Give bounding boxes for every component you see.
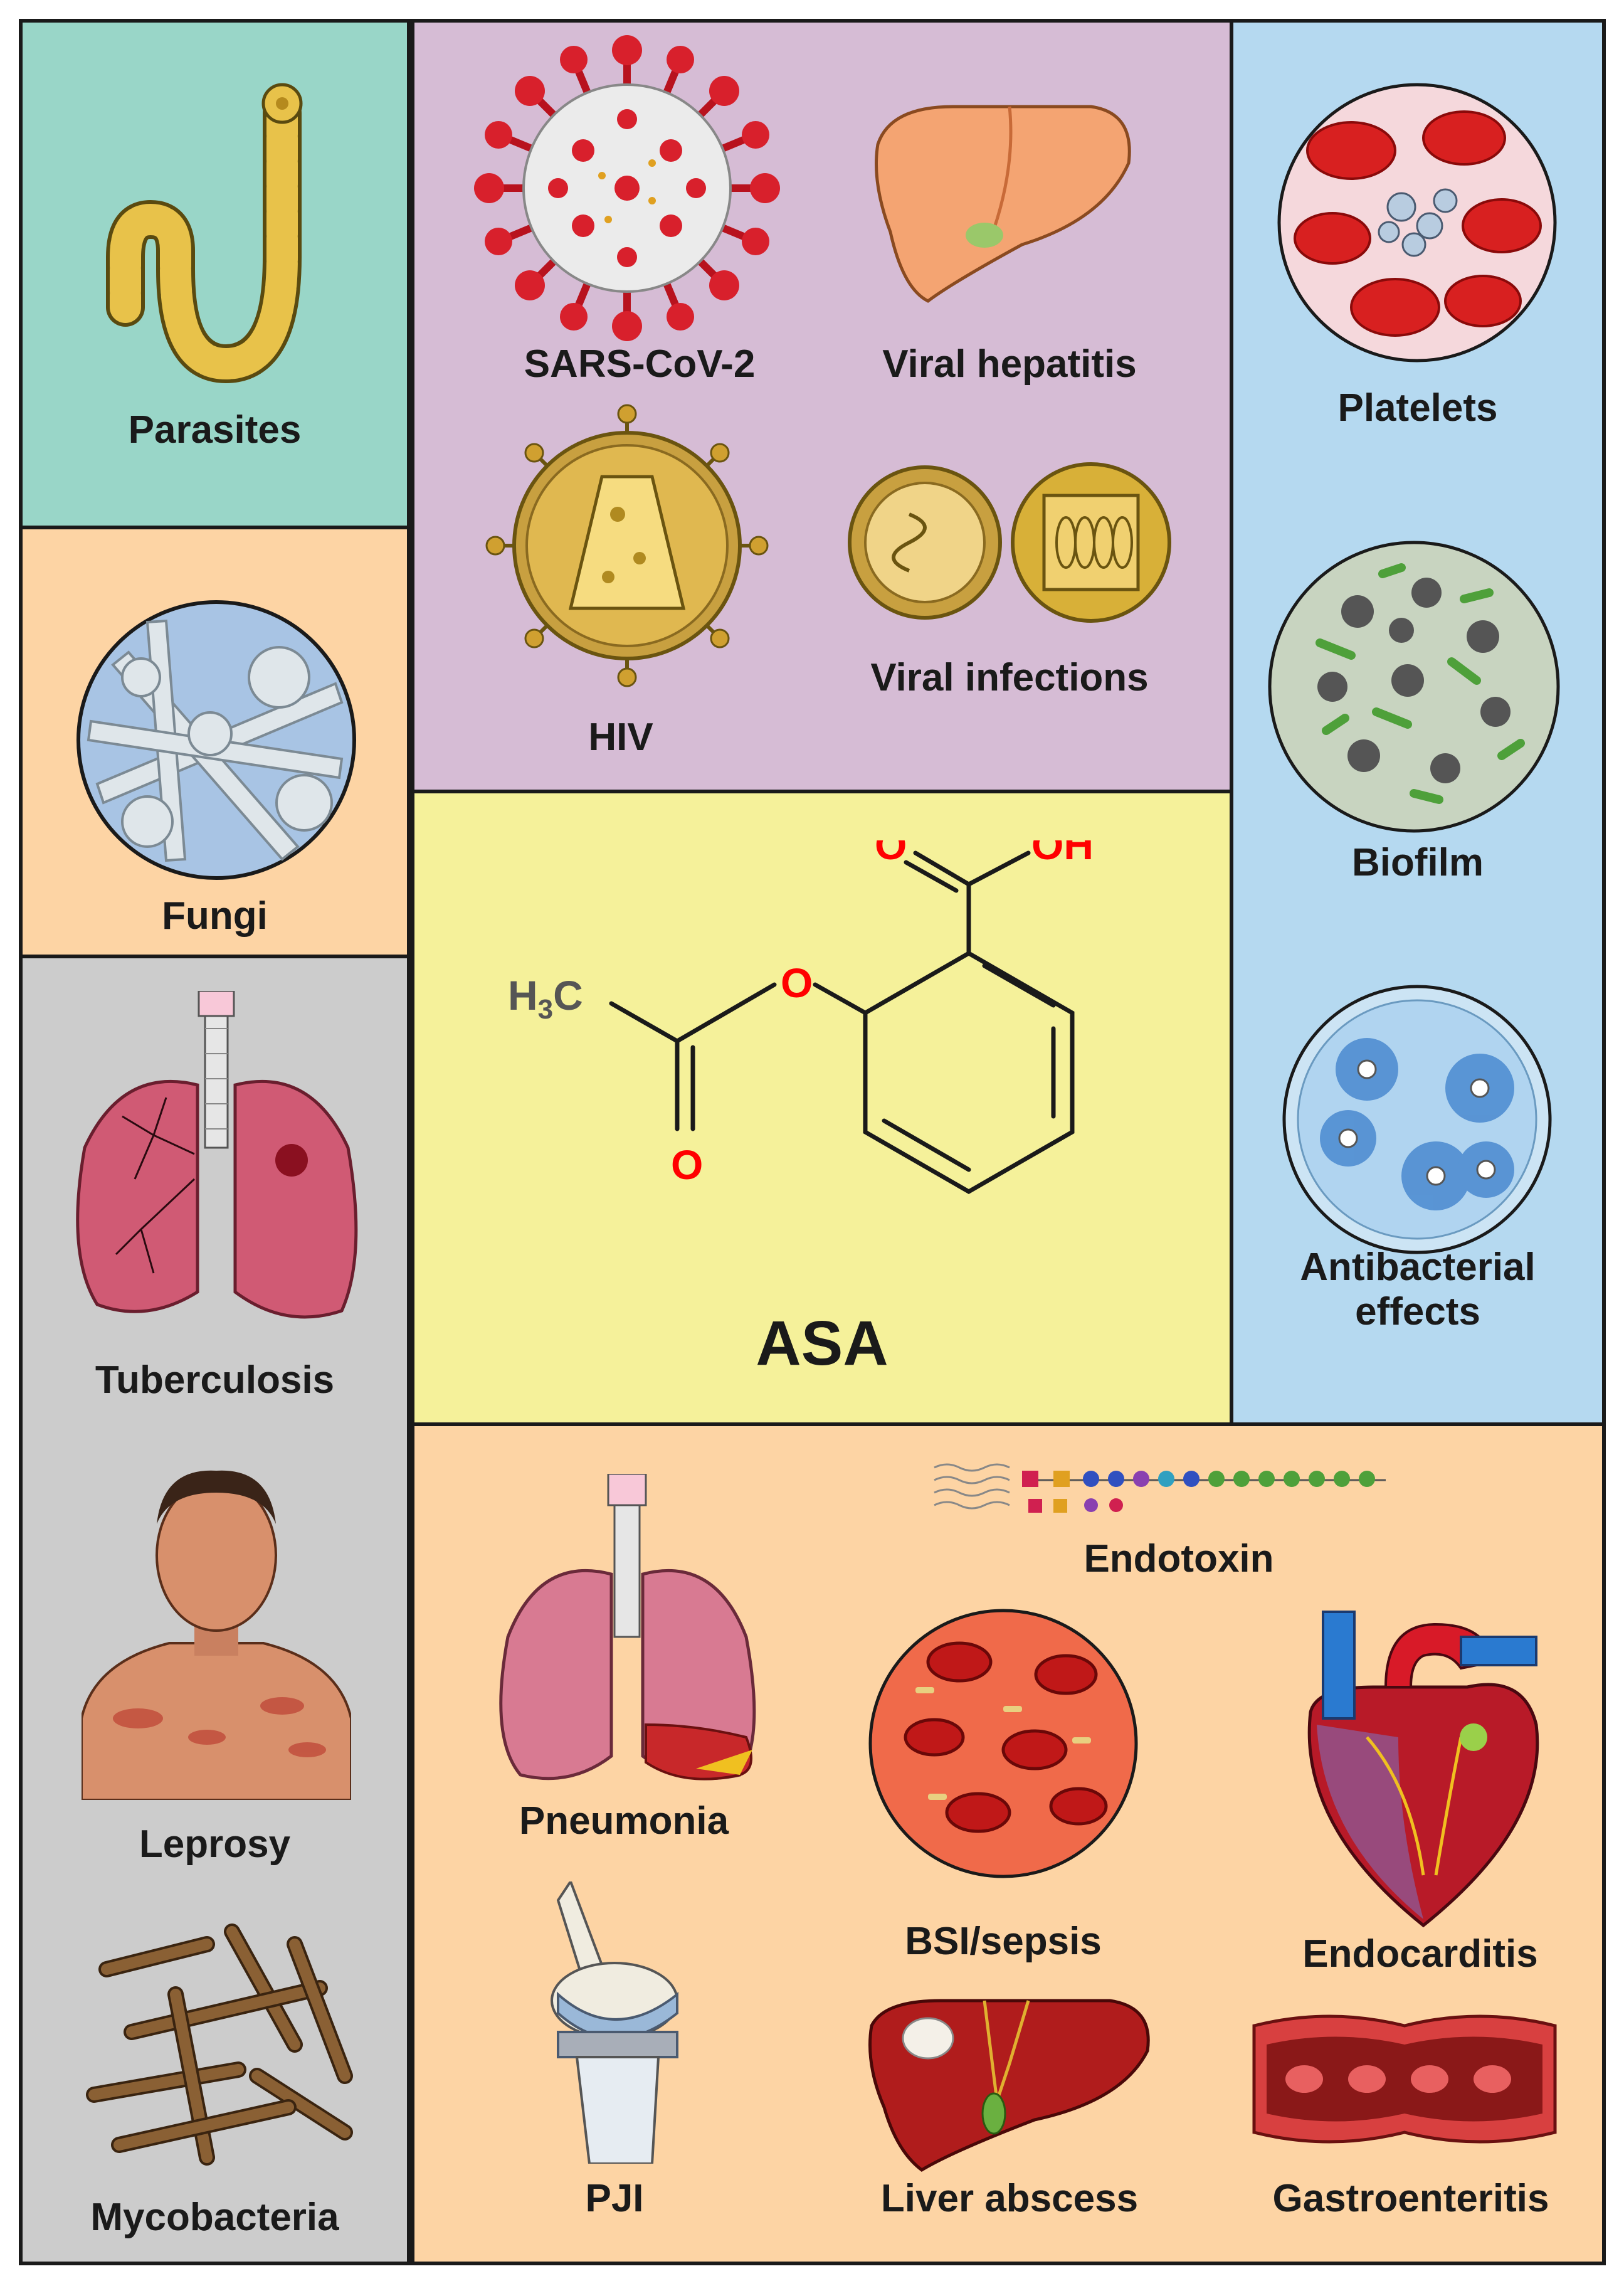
- viral-hepatitis-label: Viral hepatitis: [882, 342, 1137, 386]
- antibacterial-effects-label: Antibacterial effects: [1230, 1245, 1606, 1335]
- antibacterial-label-line1: Antibacterial: [1300, 1246, 1536, 1289]
- asa-structure: O OH O O H3C: [508, 840, 1094, 1195]
- platelets-label: Platelets: [1337, 386, 1498, 430]
- hiv-virion-icon: [485, 404, 769, 687]
- antibacterial-label-line2: effects: [1355, 1290, 1480, 1334]
- petri-dish-icon: [1282, 985, 1552, 1254]
- blood-cells-icon: [868, 1609, 1138, 1878]
- fungi-label: Fungi: [162, 894, 268, 938]
- gastroenteritis-label: Gastroenteritis: [1272, 2177, 1549, 2220]
- pji-label: PJI: [585, 2177, 644, 2220]
- asa-panel: [411, 790, 1233, 1426]
- biofilm-icon: [1268, 541, 1560, 833]
- parasites-panel: [19, 19, 411, 530]
- pneumonia-label: Pneumonia: [519, 1799, 729, 1843]
- endocarditis-label: Endocarditis: [1302, 1932, 1538, 1976]
- endotoxin-label: Endotoxin: [1084, 1537, 1274, 1580]
- atom-methyl: H3C: [508, 972, 583, 1025]
- hiv-label: HIV: [588, 716, 653, 759]
- coronavirus-icon: [474, 35, 780, 341]
- asa-label: ASA: [756, 1308, 888, 1378]
- atom-carbonyl-o-bottom: O: [671, 1141, 703, 1188]
- parasites-label: Parasites: [128, 408, 302, 452]
- liver-abscess-label: Liver abscess: [880, 2177, 1139, 2220]
- atom-hydroxyl: OH: [1031, 840, 1094, 868]
- biofilm-label: Biofilm: [1351, 841, 1484, 884]
- liver-icon: [875, 105, 1131, 303]
- leprosy-patient-icon: [82, 1470, 351, 1800]
- bsi-sepsis-label: BSI/sepsis: [905, 1920, 1102, 1963]
- worm-icon: [106, 83, 303, 384]
- endotoxin-icon: [934, 1463, 1386, 1513]
- tuberculosis-label: Tuberculosis: [95, 1358, 335, 1402]
- bacilli-icon: [86, 1924, 353, 2166]
- atom-carbonyl-o-top: O: [875, 840, 907, 868]
- fungi-hyphae-icon: [76, 600, 356, 880]
- lungs-tb-icon: [76, 991, 358, 1319]
- atom-ester-o: O: [781, 960, 813, 1006]
- pneumonia-lungs-icon: [499, 1474, 756, 1781]
- mycobacteria-label: Mycobacteria: [90, 2196, 339, 2239]
- liver-abscess-icon: [868, 1999, 1150, 2172]
- heart-icon: [1307, 1611, 1539, 1928]
- sars-cov-2-label: SARS-CoV-2: [524, 342, 756, 386]
- intestine-icon: [1252, 2014, 1557, 2144]
- leprosy-label: Leprosy: [139, 1823, 291, 1866]
- virus-particles-icon: [848, 462, 1171, 623]
- platelets-icon: [1277, 83, 1557, 362]
- viral-infections-label: Viral infections: [870, 656, 1149, 699]
- knee-implant-icon: [551, 1881, 678, 2164]
